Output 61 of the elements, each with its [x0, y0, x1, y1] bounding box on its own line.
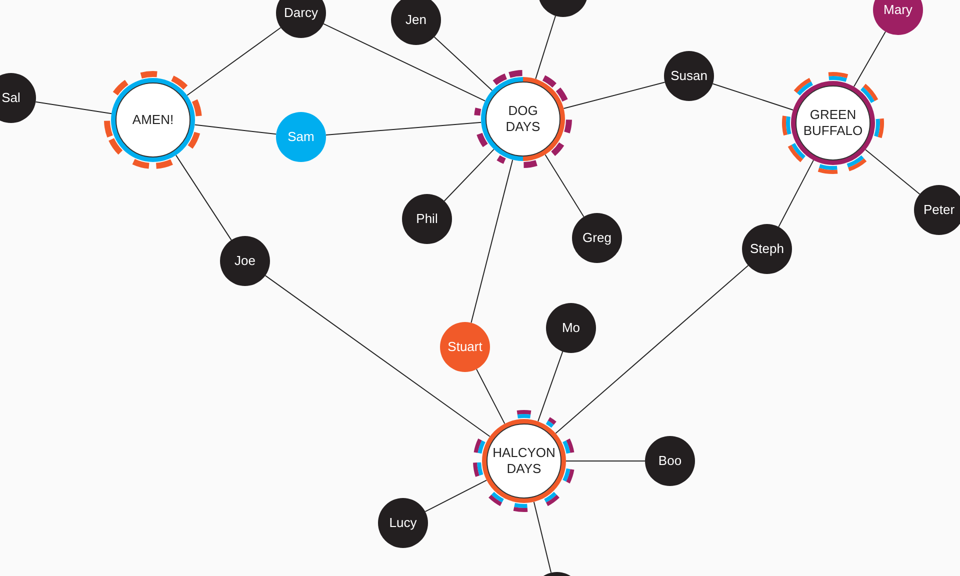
- connector-line: [476, 368, 506, 424]
- film-title: AMEN!: [131, 112, 175, 128]
- person-node: [378, 498, 428, 548]
- connector-line: [563, 82, 666, 109]
- person-node: [0, 73, 36, 123]
- person-node: [440, 322, 490, 372]
- film-title: HALCYON DAYS: [492, 445, 556, 477]
- person-node: [873, 0, 923, 35]
- person-name: Susan: [670, 68, 708, 84]
- connector-line: [778, 160, 814, 228]
- film-node: [482, 419, 566, 503]
- connector-line: [323, 23, 486, 102]
- person-node: [402, 194, 452, 244]
- person-name: Darcy: [284, 6, 318, 20]
- film-title: DOG DAYS: [504, 103, 542, 135]
- person-node: [546, 303, 596, 353]
- person-name: Mo: [562, 320, 580, 336]
- connector-line: [538, 351, 564, 422]
- person-node: [664, 51, 714, 101]
- connector-line: [424, 480, 488, 512]
- connector-line: [533, 501, 552, 574]
- person-name: Mary: [884, 2, 912, 18]
- person-name: Joe: [234, 254, 256, 268]
- person-node: [914, 185, 960, 235]
- person-node: [645, 436, 695, 486]
- person-node: [572, 213, 622, 263]
- person-name: Boo: [658, 454, 682, 468]
- connector-line: [264, 275, 490, 438]
- connector-line: [535, 15, 556, 80]
- person-name: Jen: [406, 12, 426, 28]
- person-node: [276, 112, 326, 162]
- person-name: Steph: [750, 242, 784, 256]
- person-name: Phil: [416, 212, 438, 226]
- connector-line: [566, 460, 646, 462]
- person-name: Sam: [288, 130, 314, 144]
- person-node: [391, 0, 441, 45]
- connector-line: [853, 31, 886, 88]
- connector-line: [175, 154, 232, 241]
- person-name: Lucy: [389, 516, 417, 530]
- connector-line: [712, 83, 794, 110]
- connector-line: [544, 154, 584, 218]
- film-node: [111, 78, 195, 162]
- film-title: GREEN BUFFALO: [802, 107, 864, 139]
- person-name: Stuart: [448, 340, 482, 354]
- connector-line: [186, 27, 282, 96]
- connector-line: [35, 101, 112, 114]
- person-name: Peter: [923, 202, 955, 218]
- connector-line: [325, 122, 482, 136]
- connector-line: [434, 36, 493, 91]
- person-node: [276, 0, 326, 38]
- connector-line: [444, 148, 494, 202]
- film-node: [791, 81, 875, 165]
- connector-line: [864, 149, 920, 195]
- person-node: [742, 224, 792, 274]
- person-node: [220, 236, 270, 286]
- connector-line: [555, 264, 749, 434]
- connector-line: [194, 124, 277, 135]
- film-node: [481, 77, 565, 161]
- person-name: Greg: [582, 230, 612, 246]
- connector-line: [470, 159, 514, 324]
- person-name: Sal: [2, 90, 20, 106]
